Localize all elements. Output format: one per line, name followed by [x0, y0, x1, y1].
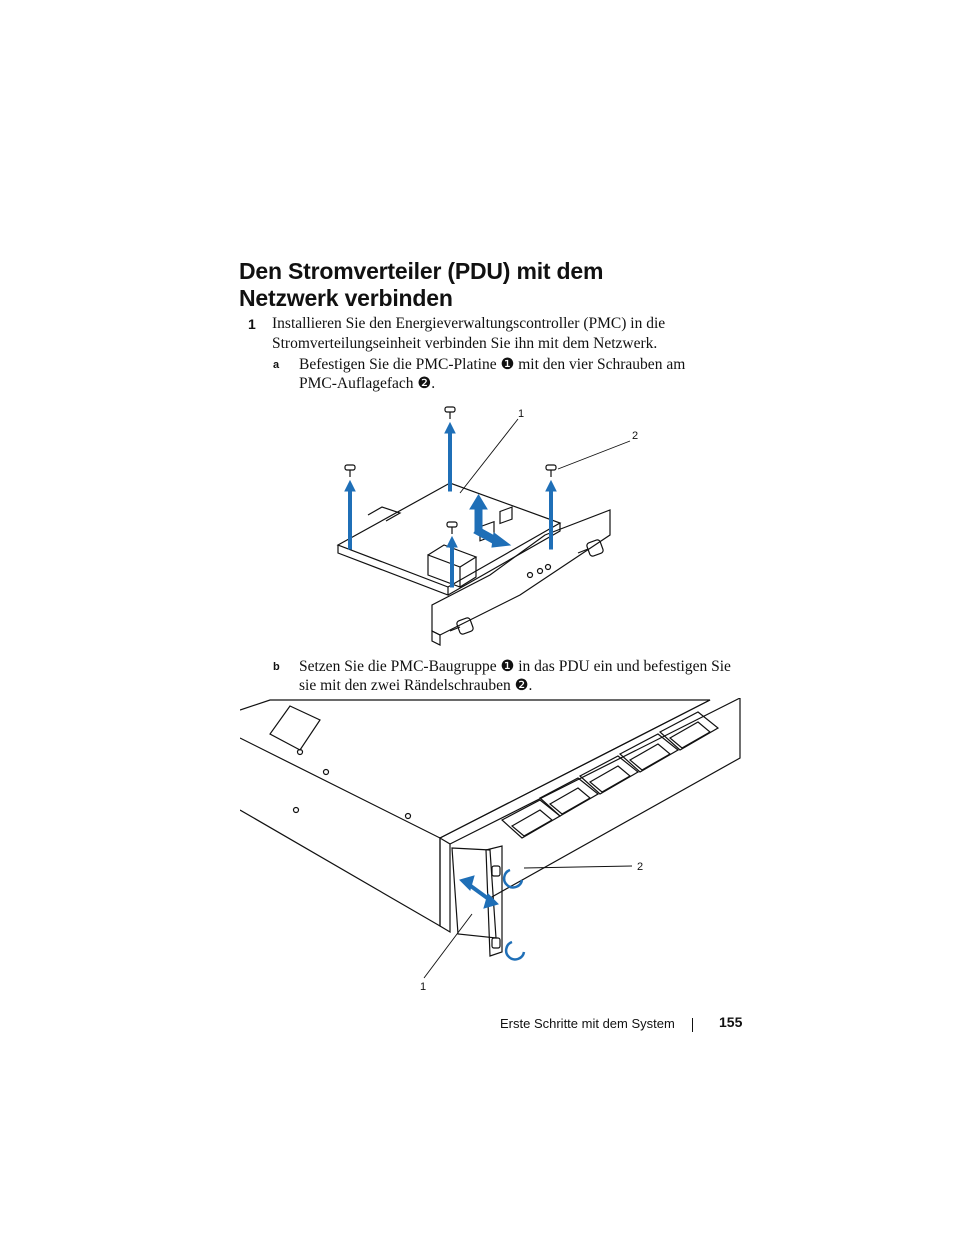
power-outlet-icon — [578, 755, 640, 795]
title-line-2: Netzwerk verbinden — [239, 285, 453, 311]
figure-pmc-board: 1 2 — [336, 406, 638, 646]
arrow-up-icon — [446, 535, 458, 588]
page-title: Den Stromverteiler (PDU) mit dem Netzwer… — [239, 258, 799, 312]
screw-icon — [444, 406, 456, 419]
step-1-text: Installieren Sie den Energieverwaltungsc… — [272, 314, 742, 354]
power-outlet-icon — [618, 733, 680, 773]
pdu-front-panel — [439, 836, 451, 934]
step-1-line-1: Installieren Sie den Energieverwaltungsc… — [272, 315, 666, 332]
substep-a-text: Befestigen Sie die PMC-Platine ❶ mit den… — [299, 355, 749, 393]
substep-a-line-1: Befestigen Sie die PMC-Platine ❶ mit den… — [299, 356, 686, 373]
callout-1: 1 — [420, 981, 426, 993]
arrow-up-icon — [444, 421, 456, 492]
callout-2: 2 — [632, 430, 638, 442]
pmc-board-outline — [336, 482, 562, 588]
footer-separator — [692, 1018, 693, 1032]
rotate-screw-icon — [504, 940, 526, 961]
callout-1: 1 — [518, 408, 524, 420]
thumbscrew-icon — [449, 617, 474, 635]
screw-icon — [446, 521, 458, 534]
page-number: 155 — [719, 1014, 743, 1030]
power-outlet-icon — [658, 711, 720, 751]
screw-icon — [545, 464, 557, 477]
arrow-up-icon — [344, 479, 356, 550]
insert-arrow-icon — [459, 875, 499, 909]
arrow-up-icon — [545, 479, 557, 550]
thumbscrew-icon — [577, 539, 604, 557]
figure-pdu-insertion: 2 1 — [240, 698, 741, 993]
title-line-1: Den Stromverteiler (PDU) mit dem — [239, 258, 604, 284]
step-1-line-2: Stromverteilungseinheit verbinden Sie ih… — [272, 335, 658, 352]
power-outlet-icon — [538, 777, 600, 817]
substep-b-label: b — [273, 661, 280, 673]
substep-b-line-1: Setzen Sie die PMC-Baugruppe ❶ in das PD… — [299, 658, 731, 675]
rotate-screw-icon — [502, 868, 524, 889]
mounting-bracket — [431, 509, 611, 636]
pdu-chassis-top — [240, 699, 711, 839]
callout-2: 2 — [637, 861, 643, 873]
substep-b-line-2: sie mit den zwei Rändelschrauben ❷. — [299, 677, 533, 694]
substep-a-label: a — [273, 359, 280, 371]
pdu-chassis-side — [240, 809, 441, 928]
substep-b-text: Setzen Sie die PMC-Baugruppe ❶ in das PD… — [299, 657, 749, 695]
footer-section-title: Erste Schritte mit dem System — [500, 1016, 675, 1031]
screw-icon — [344, 464, 356, 477]
move-board-arrow-icon — [469, 494, 512, 548]
substep-a-line-2: PMC-Auflagefach ❷. — [299, 375, 436, 392]
step-number: 1 — [248, 316, 256, 332]
